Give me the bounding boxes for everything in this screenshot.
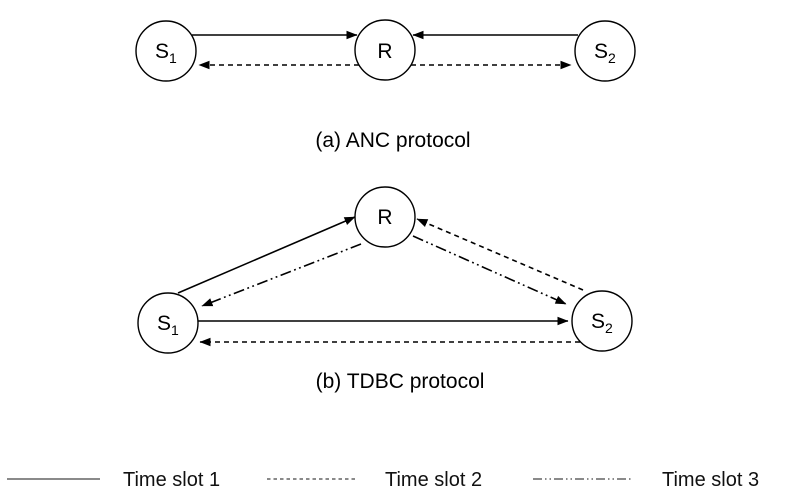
panel-anc: S1 R S2 (a) ANC protocol: [135, 19, 636, 152]
node-b-s1-circle: [137, 292, 199, 354]
node-a-s2-label: S2: [594, 40, 616, 66]
legend-item-1-label: Time slot 1: [123, 469, 220, 491]
legend-item-3-label: Time slot 3: [662, 469, 759, 491]
node-a-s2-circle: [574, 20, 636, 82]
node-b-r-label: R: [377, 206, 392, 229]
node-b-r-circle: [354, 186, 416, 248]
node-a-s1-label: S1: [155, 40, 177, 66]
panel-b-caption: (b) TDBC protocol: [316, 370, 485, 393]
node-a-r-circle: [354, 19, 416, 81]
edge-b-s1-to-r-slot1: [177, 216, 356, 294]
legend: Time slot 1 Time slot 2 Time slot 3: [7, 469, 759, 491]
panel-tdbc: R S1 S2 (b) TDBC protocol: [137, 186, 633, 393]
node-b-s2-circle: [571, 290, 633, 352]
edge-b-s2-to-r-slot2: [416, 218, 584, 291]
node-a-r-label: R: [377, 40, 392, 63]
legend-item-2-label: Time slot 2: [385, 469, 482, 491]
node-b-s2-label: S2: [591, 310, 613, 336]
node-b-s1-label: S1: [157, 312, 179, 338]
edge-b-r-to-s2-slot3: [412, 235, 567, 305]
panel-a-caption: (a) ANC protocol: [315, 129, 470, 152]
edge-b-r-to-s1-slot3: [201, 243, 362, 307]
node-a-s1-circle: [135, 20, 197, 82]
